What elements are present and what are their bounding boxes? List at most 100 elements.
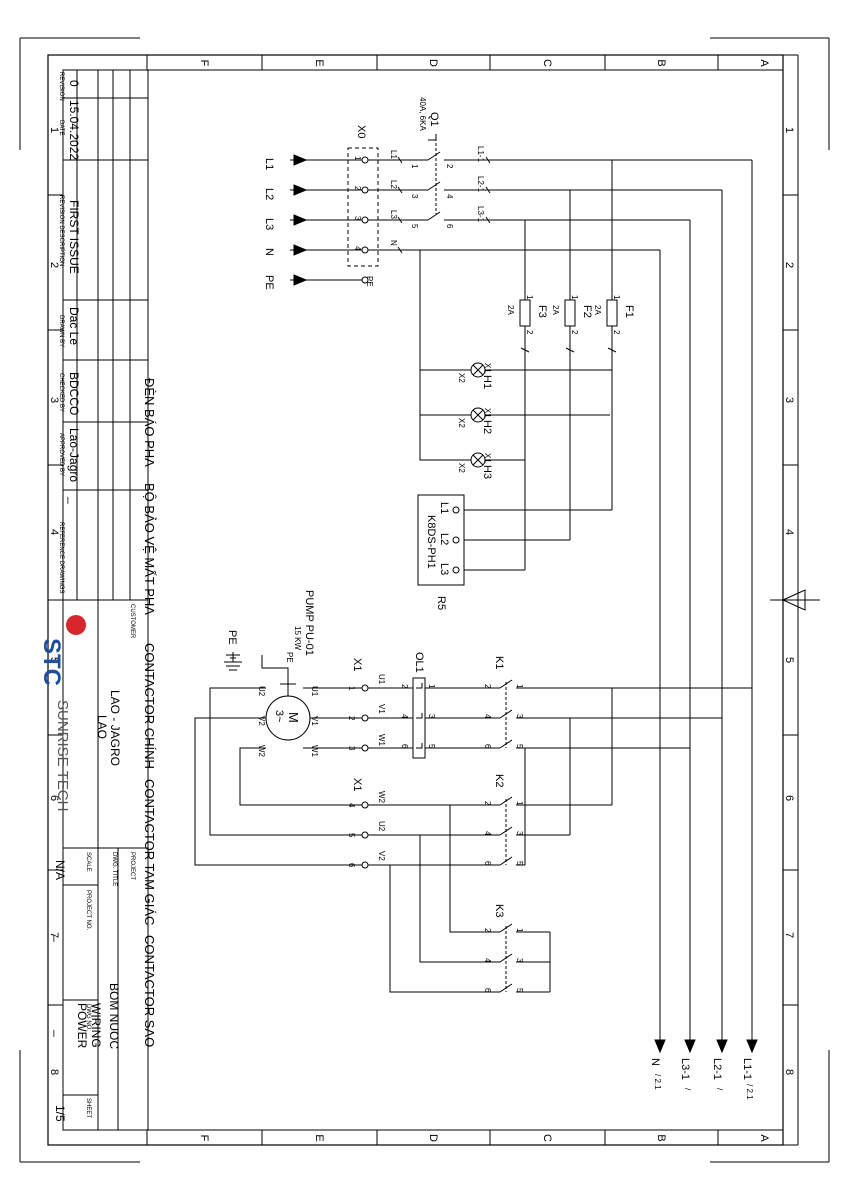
rev-number: 0 <box>67 80 81 87</box>
lamp-h2-tag: H2 <box>481 420 493 434</box>
output-l3-label: L3-1 <box>679 1058 691 1080</box>
zone-letter-top-3: C <box>541 59 553 67</box>
zone-number-left-5: 6 <box>48 795 60 801</box>
center-mark <box>770 589 820 611</box>
rev-reference: _ <box>67 496 81 504</box>
k1-pin-5: 5 <box>515 744 524 749</box>
fuse-f2-rating: 2A <box>551 305 560 315</box>
x0-terminal-1: 1 <box>353 156 362 161</box>
zone-number-right-7: 8 <box>783 1069 795 1075</box>
logo-circle-icon <box>66 615 86 635</box>
k1-pin-3: 3 <box>515 714 524 719</box>
output-l1-ref: / 2.1 <box>745 1084 754 1100</box>
fuse-f2-pin1: 1 <box>570 295 579 300</box>
outer-frame <box>47 54 784 1146</box>
motor-terminal-w1: W1 <box>310 745 319 758</box>
x0-terminal-2: 2 <box>353 186 362 191</box>
zone-letter-top-2: D <box>427 59 439 67</box>
rev-date: 15.04.2022 <box>67 100 81 160</box>
motor-pe-label: PE <box>285 652 294 663</box>
supply-section <box>290 147 660 286</box>
k2-pin-3: 3 <box>515 831 524 836</box>
breaker-q1 <box>397 134 560 254</box>
wire-w2: W2 <box>377 791 386 804</box>
fuse-f1-tag: F1 <box>623 305 635 318</box>
breaker-tag: Q1 <box>428 112 440 127</box>
k3-pin-5: 5 <box>515 988 524 993</box>
supply-line-l1: L1 <box>263 158 275 170</box>
rev-drawn-by: Dac Le <box>67 307 81 345</box>
zone-number-left-7: 8 <box>48 1069 60 1075</box>
zone-number-right-1: 2 <box>783 262 795 268</box>
k2-pin-2: 2 <box>483 801 492 806</box>
label-phase-lamps: ĐÈN BÁO PHA <box>142 378 157 467</box>
k3-pin-6: 6 <box>483 988 492 993</box>
contactor-k2-tag: K2 <box>493 774 505 787</box>
lamp-h3-x1: X1 <box>483 453 492 463</box>
project-name: BOM NUOC <box>107 983 121 1049</box>
output-l2-label: L2-1 <box>711 1058 723 1080</box>
k3-pin-1: 1 <box>515 928 524 933</box>
k2-pin-4: 4 <box>483 831 492 836</box>
k3-pin-4: 4 <box>483 958 492 963</box>
output-n-ref: / 2.1 <box>653 1074 662 1090</box>
x0-terminal-3: 3 <box>353 216 362 221</box>
fuse-labels: F1 2A F2 2A F3 2A 1 1 1 2 2 2 <box>506 295 635 335</box>
breaker-pin-in-5: 5 <box>410 224 419 229</box>
output-l1-label: L1-1 <box>741 1058 753 1080</box>
dwg-title-line2: POWER <box>75 1003 89 1049</box>
ol-pin-3: 3 <box>427 714 436 719</box>
terminal-x1-lower: X1 <box>351 778 363 791</box>
bus-wires <box>419 159 758 1054</box>
lamp-h1-tag: H1 <box>481 375 493 389</box>
motor-terminal-v2: V2 <box>257 716 266 726</box>
contactor-k1-tag: K1 <box>493 656 505 669</box>
rev-approved-by: Lao-Jagro <box>67 428 81 482</box>
k1-pin-6: 6 <box>483 744 492 749</box>
motor-terminal-u2: U2 <box>257 686 266 697</box>
motor-tag: PUMP PU-01 <box>303 590 315 656</box>
lamp-h1-icon <box>470 362 486 378</box>
supply-line-l3: L3 <box>263 218 275 230</box>
relay-tag: R5 <box>435 596 447 610</box>
k1-pin-2: 2 <box>483 684 492 689</box>
lamp-h3-icon <box>470 452 486 468</box>
lamp-h2-x1: X1 <box>483 408 492 418</box>
supply-line-l2: L2 <box>263 188 275 200</box>
ground-pe-label: PE <box>226 630 238 645</box>
zone-letter-bottom-1: E <box>313 1134 325 1141</box>
lamp-h2-x2: X2 <box>457 418 466 428</box>
zone-number-left-0: 1 <box>48 127 60 133</box>
breaker-pin-out-6: 6 <box>445 224 454 229</box>
company-logo: STC <box>38 615 86 686</box>
motor-symbol-m: M <box>286 712 301 723</box>
fuse-f1-pin1: 1 <box>612 295 621 300</box>
zone-letter-bottom-4: B <box>655 1134 667 1141</box>
wire-l3: L3 <box>389 210 398 219</box>
header-dwg-title: DWG. TITLE <box>111 852 117 886</box>
header-revision: REVISION <box>58 72 64 101</box>
header-project-no: PROJECT NO. <box>85 890 91 931</box>
x1-terminal-1: 1 <box>347 686 356 691</box>
k2-pin-1: 1 <box>515 801 524 806</box>
header-checked-by: CHECKED BY <box>58 373 64 412</box>
rev-checked-by: BDCCO <box>67 372 81 415</box>
sheet-value: 1/5 <box>53 1105 67 1122</box>
lamp-h3-tag: H3 <box>481 465 493 479</box>
output-l2-ref: / <box>715 1088 724 1091</box>
x1-terminal-2: 2 <box>347 716 356 721</box>
dwg-no-value: _ <box>53 1029 67 1037</box>
zone-number-right-4: 5 <box>783 657 795 663</box>
zone-letter-bottom-0: F <box>198 1135 210 1142</box>
header-sheet: SHEET <box>85 1098 91 1118</box>
breaker-pin-out-2: 2 <box>445 164 454 169</box>
section-labels: ĐÈN BÁO PHA BỘ BẢO VỆ MẤT PHA CONTACTOR … <box>142 378 157 1047</box>
customer-line1: LAO - JAGRO <box>108 690 122 766</box>
header-reference-drawings: REFERENCE DRAWINGS <box>58 522 64 593</box>
zone-number-left-1: 2 <box>48 262 60 268</box>
k3-pin-2: 2 <box>483 928 492 933</box>
header-customer: CUSTOMER <box>129 604 135 639</box>
title-block <box>62 69 149 1131</box>
wire-l2: L2 <box>389 180 398 189</box>
